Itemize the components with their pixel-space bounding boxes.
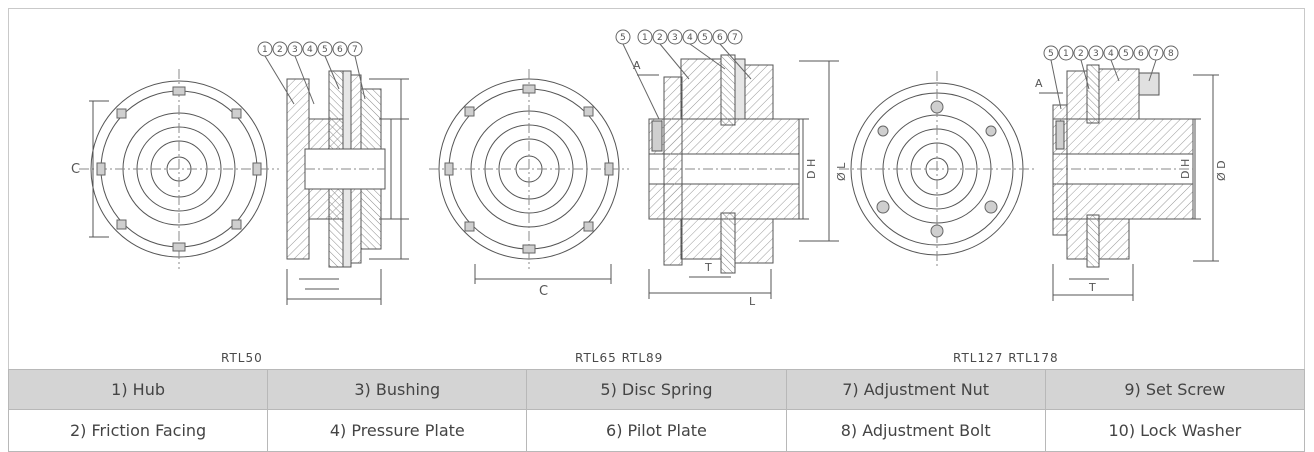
table-row: 1) Hub 3) Bushing 5) Disc Spring 7) Adju… bbox=[7, 369, 1306, 410]
model-label-rtl127-rtl178: RTL127 RTL178 bbox=[953, 351, 1059, 365]
dim-t1-label: T bbox=[1088, 281, 1096, 294]
callout-4: 4 bbox=[307, 45, 313, 55]
rtl50-section-view bbox=[286, 70, 409, 305]
callout-v3-4: 4 bbox=[1108, 49, 1114, 59]
callout-5: 5 bbox=[322, 45, 328, 55]
part-disc-spring: 5) Disc Spring bbox=[526, 369, 787, 410]
rtl65-front-view bbox=[429, 69, 629, 284]
part-lock-washer: 10) Lock Washer bbox=[1044, 409, 1306, 452]
callout-v2-1: 1 bbox=[642, 33, 648, 43]
dim-dh-label-2: D H bbox=[1179, 159, 1192, 179]
technical-drawing-panel: C bbox=[8, 8, 1305, 369]
callout-v3-1: 1 bbox=[1063, 49, 1069, 59]
dim-a-label-2: A bbox=[1035, 77, 1043, 90]
part-hub: 1) Hub bbox=[7, 369, 269, 410]
dim-t-label: T bbox=[704, 261, 712, 274]
part-pressure-plate: 4) Pressure Plate bbox=[267, 409, 528, 452]
model-label-rtl50: RTL50 bbox=[221, 351, 263, 365]
callout-v2-0: 5 bbox=[620, 33, 626, 43]
dim-c-label: C bbox=[71, 162, 80, 177]
dim-dh-label: D H bbox=[805, 159, 818, 179]
parts-list-table: 1) Hub 3) Bushing 5) Disc Spring 7) Adju… bbox=[7, 369, 1306, 452]
callout-v2-3: 3 bbox=[672, 33, 678, 43]
callout-v3-0: 5 bbox=[1048, 49, 1054, 59]
rtl127-front-view bbox=[839, 71, 1035, 267]
dim-c-label-2: C bbox=[539, 284, 548, 299]
part-adjustment-bolt: 8) Adjustment Bolt bbox=[785, 409, 1046, 452]
part-adjustment-nut: 7) Adjustment Nut bbox=[785, 369, 1046, 410]
callout-v3-3: 3 bbox=[1093, 49, 1099, 59]
callout-6: 6 bbox=[337, 45, 343, 55]
model-label-rtl65-rtl89: RTL65 RTL89 bbox=[575, 351, 664, 365]
part-set-screw: 9) Set Screw bbox=[1044, 369, 1306, 410]
callout-v2-2: 2 bbox=[657, 33, 663, 43]
callout-2: 2 bbox=[277, 45, 283, 55]
rtl127-callout-balloons: 5 1 2 3 4 5 6 7 8 bbox=[1043, 45, 1179, 110]
table-row: 2) Friction Facing 4) Pressure Plate 6) … bbox=[7, 409, 1306, 452]
callout-v3-8: 8 bbox=[1168, 49, 1174, 59]
rtl65-section-view bbox=[637, 54, 839, 299]
callout-7: 7 bbox=[352, 45, 358, 55]
rtl65-callout-balloons: 5 1 2 3 4 5 6 7 bbox=[615, 29, 752, 120]
callout-v2-5: 5 bbox=[702, 33, 708, 43]
callout-3: 3 bbox=[292, 45, 298, 55]
callout-v3-5: 5 bbox=[1123, 49, 1129, 59]
callout-1: 1 bbox=[262, 45, 268, 55]
part-bushing: 3) Bushing bbox=[267, 369, 528, 410]
callout-v2-6: 6 bbox=[717, 33, 723, 43]
part-pilot-plate: 6) Pilot Plate bbox=[526, 409, 787, 452]
dim-l-label: L bbox=[749, 295, 756, 308]
dim-dl-label: Ø L bbox=[835, 162, 848, 181]
part-friction-facing: 2) Friction Facing bbox=[7, 409, 269, 452]
rtl50-front-view bbox=[79, 69, 279, 269]
rtl50-callout-balloons: 1 2 3 4 5 6 7 bbox=[257, 41, 366, 105]
rtl127-section-view bbox=[1039, 64, 1219, 301]
callout-v3-6: 6 bbox=[1138, 49, 1144, 59]
dim-d1-label: Ø D bbox=[1215, 160, 1228, 181]
callout-v3-2: 2 bbox=[1078, 49, 1084, 59]
callout-v2-7: 7 bbox=[732, 33, 738, 43]
callout-v2-4: 4 bbox=[687, 33, 693, 43]
dim-a-label: A bbox=[633, 59, 641, 72]
callout-v3-7: 7 bbox=[1153, 49, 1159, 59]
torque-limiter-drawings: C bbox=[71, 29, 1228, 308]
